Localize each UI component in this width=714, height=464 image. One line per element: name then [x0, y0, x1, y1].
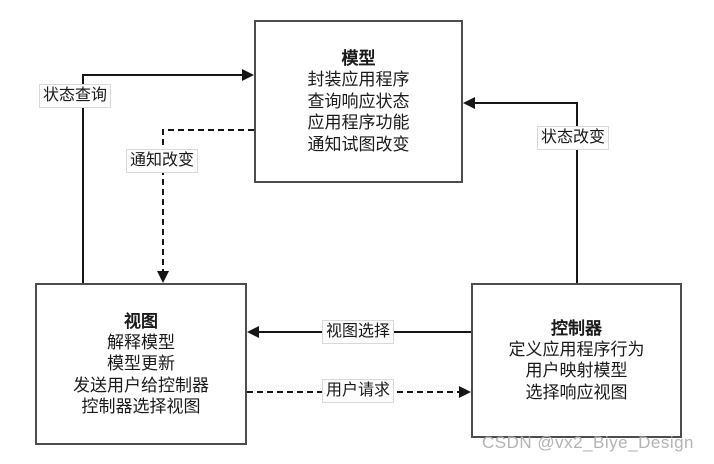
model-box-title: 模型: [341, 49, 376, 68]
connector-notify-change: [157, 129, 254, 283]
view-box-line: 模型更新: [107, 354, 175, 373]
view-box: 视图 解释模型 模型更新 发送用户给控制器 控制器选择视图: [35, 283, 247, 445]
connector-status-query: [82, 69, 254, 283]
view-box-line: 发送用户给控制器: [73, 375, 209, 395]
edge-label-status-query: 状态查询: [39, 84, 112, 108]
view-box-line: 控制器选择视图: [81, 397, 201, 416]
view-box-line: 解释模型: [107, 332, 175, 352]
connector-user-request: [247, 386, 471, 398]
view-box-title: 视图: [124, 311, 158, 331]
controller-box-line: 定义应用程序行为: [508, 339, 645, 359]
controller-box-line: 选择响应视图: [525, 382, 628, 402]
edge-label-status-change: 状态改变: [537, 126, 610, 150]
model-box-line: 查询响应状态: [307, 91, 410, 111]
controller-box-title: 控制器: [551, 318, 602, 338]
edge-label-user-request: 用户请求: [322, 379, 395, 403]
model-box-line: 封装应用程序: [307, 70, 410, 89]
controller-box-line: 用户映射模型: [525, 361, 628, 381]
csdn-watermark: CSDN @vx2_Biye_Design: [482, 433, 695, 452]
model-box-line: 通知试图改变: [307, 134, 410, 154]
edge-label-view-select: 视图选择: [322, 320, 395, 344]
model-box: 模型 封装应用程序 查询响应状态 应用程序功能 通知试图改变: [254, 20, 463, 183]
edge-label-notify-change: 通知改变: [126, 149, 199, 173]
connector-status-change: [463, 97, 578, 283]
controller-box: 控制器 定义应用程序行为 用户映射模型 选择响应视图: [471, 283, 682, 438]
model-box-line: 应用程序功能: [307, 113, 410, 132]
